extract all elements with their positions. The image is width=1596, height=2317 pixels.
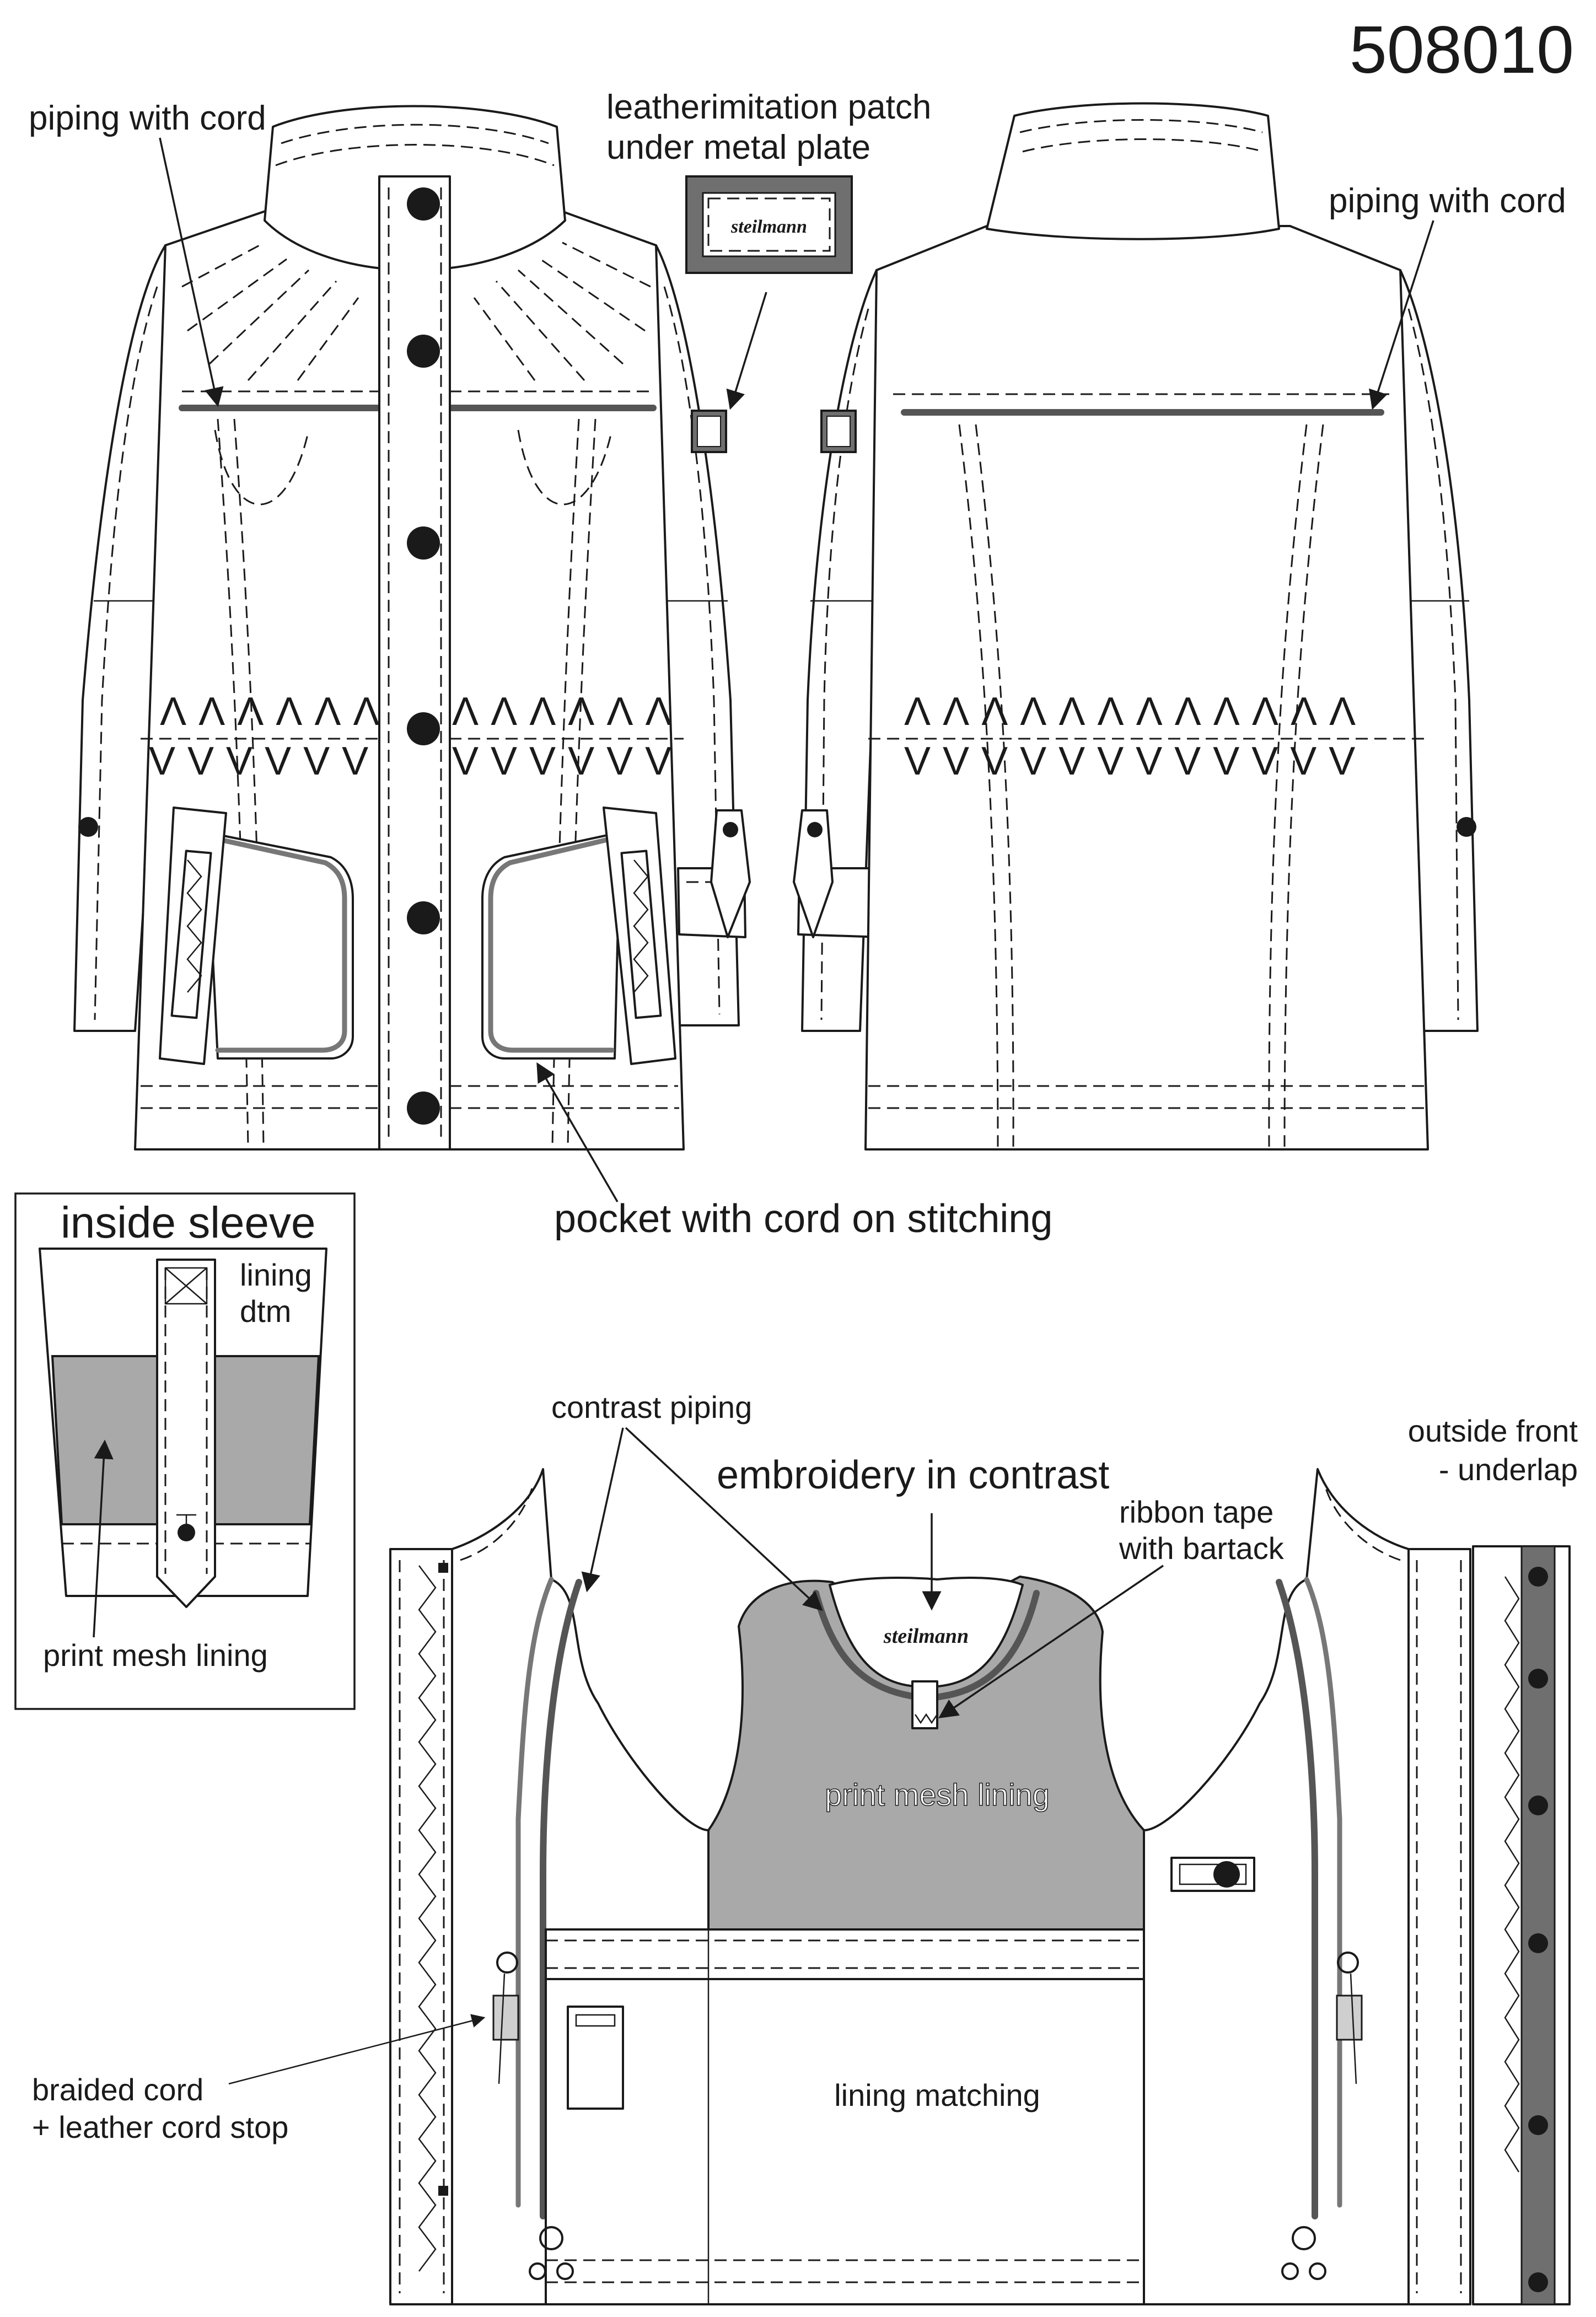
back-body xyxy=(864,225,1429,1151)
left-facing-strip xyxy=(389,1548,453,2305)
back-right-sleeve xyxy=(1399,269,1479,1032)
back-drawstring-stitching: ΛΛΛΛΛΛΛΛΛΛΛΛ VVVVVVVVVVVV xyxy=(868,690,1428,783)
front-placket xyxy=(378,175,451,1151)
front-left-sleeve xyxy=(73,244,166,1032)
inside-sleeve-title: inside sleeve xyxy=(61,1198,316,1247)
front-drawstring-stitching: ΛΛΛΛΛΛΛ ΛΛΛΛΛΛ VVVVVVV VVVVVV xyxy=(141,690,684,783)
front-right-pocket xyxy=(481,831,621,1060)
back-collar xyxy=(986,102,1280,240)
style-number: 508010 xyxy=(1350,12,1574,87)
svg-text:leatherimitation patch: leatherimitation patch xyxy=(606,88,931,126)
right-facing-strip xyxy=(1407,1548,1471,2305)
inside-brand-tab xyxy=(1170,1857,1255,1892)
sleeve-tab xyxy=(156,1259,216,1608)
callout-pocket: pocket with cord on stitching xyxy=(554,1197,1052,1241)
svg-text:VVVVVV: VVVVVV xyxy=(452,739,684,783)
sleeve-button xyxy=(78,817,98,837)
patch-brand: steilmann xyxy=(730,217,807,237)
callout-piping-back: piping with cord xyxy=(1329,182,1566,220)
underlap-tape xyxy=(1520,1545,1556,2305)
svg-text:ΛΛΛΛΛΛΛΛΛΛΛΛ: ΛΛΛΛΛΛΛΛΛΛΛΛ xyxy=(904,690,1368,734)
inside-phone-pocket xyxy=(567,2006,624,2110)
callout-piping-front: piping with cord xyxy=(29,99,266,137)
callout-outside-front-1: outside front xyxy=(1408,1413,1578,1448)
right-cord-stop xyxy=(1281,1952,1363,2280)
front-left-pocket xyxy=(206,831,354,1060)
callout-outside-front-2: - underlap xyxy=(1439,1452,1578,1487)
back-mesh-lining xyxy=(707,1575,1145,1931)
callout-embroidery: embroidery in contrast xyxy=(717,1453,1109,1497)
sleeve-mesh-label: print mesh lining xyxy=(43,1638,268,1673)
svg-text:lining: lining xyxy=(240,1257,312,1292)
inside-sleeve-detail: inside sleeve lining dtm print mesh lini… xyxy=(14,1192,356,1710)
right-front-inside xyxy=(1143,1468,1410,2305)
front-view: ΛΛΛΛΛΛΛ ΛΛΛΛΛΛ VVVVVVV VVVVVV xyxy=(73,105,751,1151)
front-buttons xyxy=(407,187,440,1125)
svg-text:ΛΛΛΛΛΛΛ: ΛΛΛΛΛΛΛ xyxy=(160,690,431,734)
leather-patch-detail: leatherimitation patch under metal plate… xyxy=(606,88,931,410)
left-cord-stop xyxy=(492,1952,574,2280)
back-view: ΛΛΛΛΛΛΛΛΛΛΛΛ VVVVVVVVVVVV xyxy=(793,102,1479,1151)
callout-print-mesh-inside: print mesh lining xyxy=(825,1777,1050,1812)
svg-text:ΛΛΛΛΛΛ: ΛΛΛΛΛΛ xyxy=(452,690,684,734)
neck-embroidery: steilmann xyxy=(883,1625,969,1648)
callout-lining-matching: lining matching xyxy=(834,2078,1040,2112)
inside-open-view: steilmann xyxy=(389,1468,1571,2305)
svg-text:dtm: dtm xyxy=(240,1294,291,1329)
callout-braided-1: braided cord xyxy=(32,2072,203,2107)
callout-braided-2: + leather cord stop xyxy=(32,2110,288,2144)
svg-text:under metal plate: under metal plate xyxy=(606,128,870,166)
callout-contrast-piping: contrast piping xyxy=(551,1390,752,1424)
neck-opening xyxy=(829,1577,1024,1688)
svg-text:VVVVVVVVVVVV: VVVVVVVVVVVV xyxy=(904,739,1367,783)
svg-text:VVVVVVV: VVVVVVV xyxy=(149,739,419,783)
callout-ribbon-1: ribbon tape xyxy=(1119,1495,1273,1529)
callout-ribbon-2: with bartack xyxy=(1119,1531,1285,1566)
